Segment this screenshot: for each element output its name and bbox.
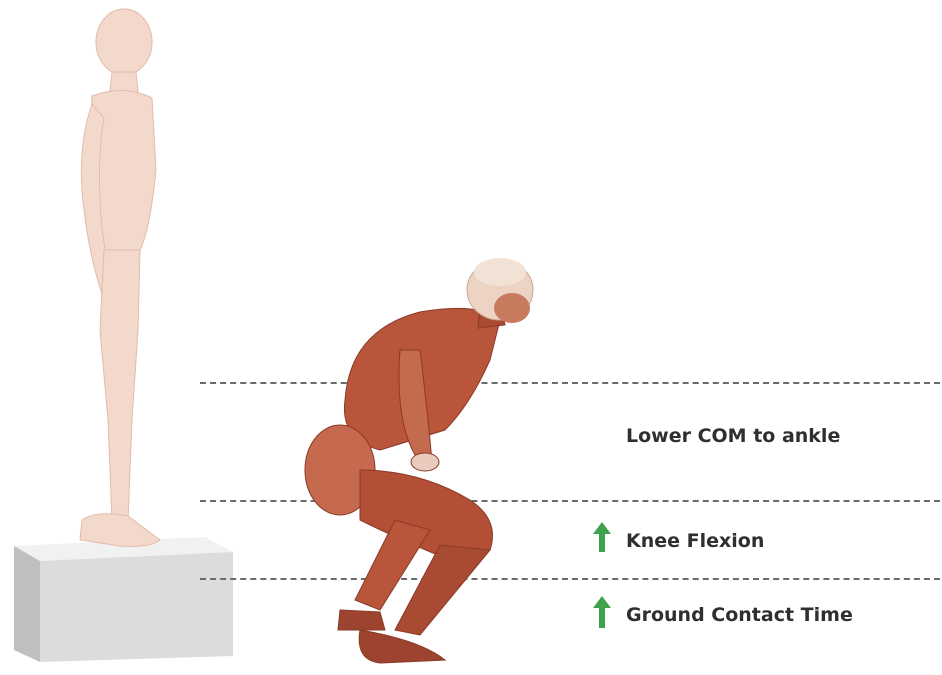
knee-flexion-arrow-up-icon xyxy=(593,522,611,552)
ground-contact-time-label: Ground Contact Time xyxy=(626,604,853,626)
ground-contact-arrow-up-icon xyxy=(593,596,611,628)
lower-com-label: Lower COM to ankle xyxy=(626,425,840,447)
knee-flexion-label: Knee Flexion xyxy=(626,530,764,552)
